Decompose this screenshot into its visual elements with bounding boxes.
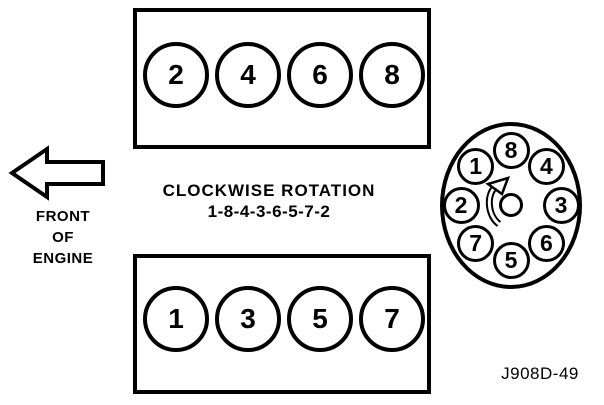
distributor-terminal-2: 2	[442, 186, 480, 224]
firing-order-text: 1-8-4-3-6-5-7-2	[207, 202, 331, 221]
distributor-shaft-circle	[499, 193, 523, 217]
rotation-label: CLOCKWISE ROTATION 1-8-4-3-6-5-7-2	[138, 180, 400, 222]
clockwise-rotation-arrow-icon	[485, 176, 511, 227]
front-of-engine-arrow-icon	[8, 145, 105, 201]
cylinder-circle-5: 5	[287, 286, 353, 352]
front-of-engine-label: FRONT OF ENGINE	[4, 206, 122, 269]
cylinder-circle-3: 3	[215, 286, 281, 352]
distributor-terminal-7: 7	[457, 225, 495, 263]
distributor-terminal-8: 8	[492, 131, 530, 169]
cylinder-circle-1: 1	[143, 286, 209, 352]
distributor-terminal-6: 6	[527, 225, 565, 263]
distributor-terminal-4: 4	[527, 147, 565, 185]
cylinder-circle-8: 8	[359, 42, 425, 108]
front-label-line3: ENGINE	[32, 250, 94, 267]
front-label-line2: OF	[52, 229, 74, 246]
figure-id: J908D-49	[501, 364, 579, 383]
distributor-terminal-3: 3	[542, 186, 580, 224]
cylinder-circle-4: 4	[215, 42, 281, 108]
distributor-terminal-1: 1	[457, 147, 495, 185]
distributor-terminal-5: 5	[492, 241, 530, 279]
front-label-line1: FRONT	[35, 208, 91, 225]
cylinder-circle-6: 6	[287, 42, 353, 108]
cylinder-circle-7: 7	[359, 286, 425, 352]
cylinder-circle-2: 2	[143, 42, 209, 108]
rotation-direction-text: CLOCKWISE ROTATION	[162, 181, 376, 200]
